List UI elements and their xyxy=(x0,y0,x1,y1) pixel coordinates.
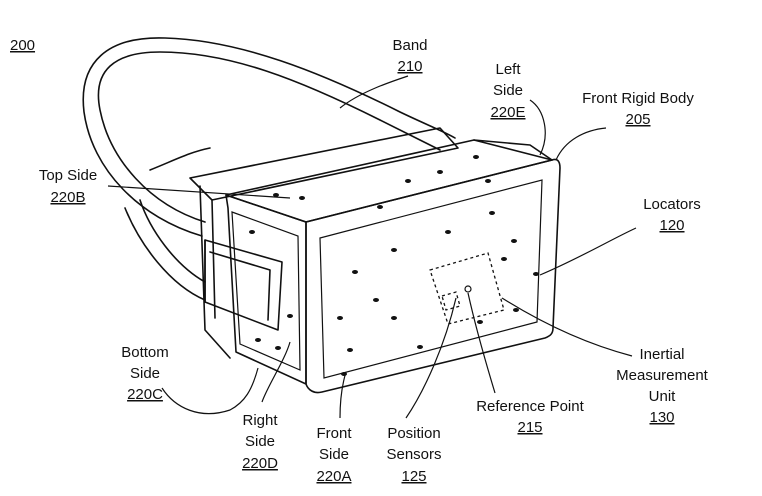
reference-point-ref: 215 xyxy=(517,419,542,436)
front-rigid-body xyxy=(226,140,560,393)
band-label: Band xyxy=(392,37,427,54)
right-side-ref: 220D xyxy=(242,455,278,472)
bottom-side-label-2: Side xyxy=(130,365,160,382)
left-side-label-2: Side xyxy=(493,82,523,99)
left-side-ref: 220E xyxy=(490,104,525,121)
imu-label-2: Measurement xyxy=(616,367,709,384)
front-rigid-body-ref: 205 xyxy=(625,111,650,128)
imu-label-3: Unit xyxy=(649,388,677,405)
position-sensor-box xyxy=(442,292,460,310)
locators-ref: 120 xyxy=(659,217,684,234)
locators-label: Locators xyxy=(643,196,701,213)
imu-ref: 130 xyxy=(649,409,674,426)
position-sensors-label-1: Position xyxy=(387,425,440,442)
bottom-side-label-1: Bottom xyxy=(121,344,169,361)
front-side-face xyxy=(306,159,560,392)
reference-point-label: Reference Point xyxy=(476,398,584,415)
top-side-label: Top Side xyxy=(39,167,97,184)
band-strap xyxy=(83,38,455,300)
front-side-ref: 220A xyxy=(316,468,351,485)
band-ref: 210 xyxy=(397,58,422,75)
reference-point-marker xyxy=(465,286,471,292)
position-sensors-label-2: Sensors xyxy=(386,446,441,463)
right-side-label-2: Side xyxy=(245,433,275,450)
top-side-face xyxy=(226,140,552,222)
front-rigid-body-label: Front Rigid Body xyxy=(582,90,694,107)
left-side-label-1: Left xyxy=(495,61,521,78)
figure-number: 200 xyxy=(10,37,35,54)
imu-label-1: Inertial xyxy=(639,346,684,363)
bottom-side-ref: 220C xyxy=(127,386,163,403)
front-side-label-1: Front xyxy=(316,425,352,442)
locators xyxy=(249,155,539,376)
front-side-label-2: Side xyxy=(319,446,349,463)
strap-buckle xyxy=(205,240,282,330)
right-side-label-1: Right xyxy=(242,412,278,429)
position-sensors-ref: 125 xyxy=(401,468,426,485)
top-side-ref: 220B xyxy=(50,189,85,206)
